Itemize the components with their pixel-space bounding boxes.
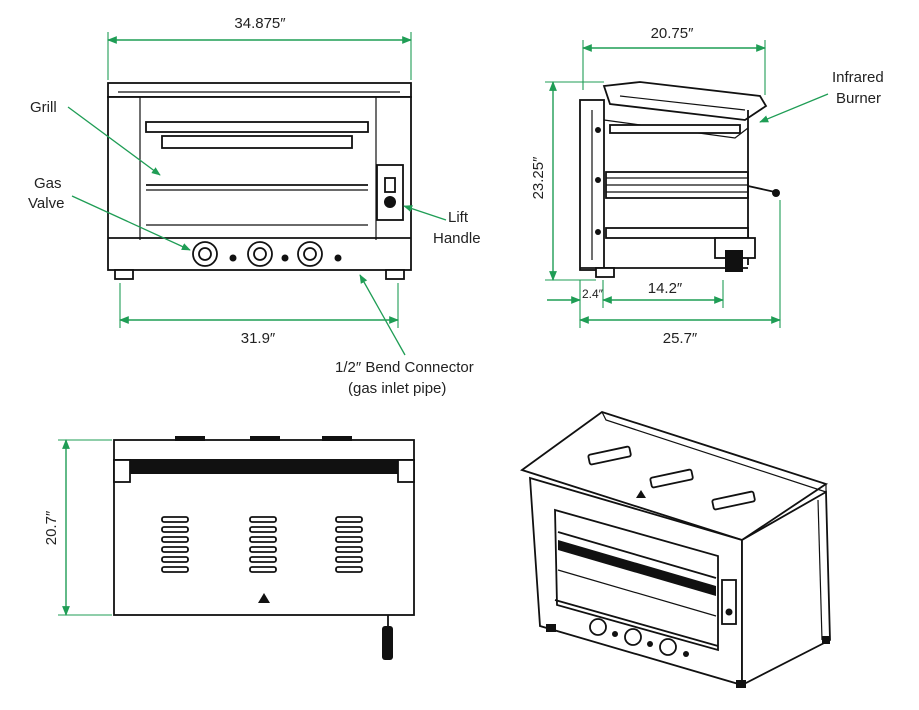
side-offset-label: 2.4″ bbox=[582, 287, 604, 301]
grill-rack bbox=[145, 121, 369, 133]
isometric-view bbox=[520, 411, 831, 688]
side-width-top-label: 20.75″ bbox=[651, 25, 695, 42]
side-depth-inner-label: 14.2″ bbox=[648, 280, 683, 297]
side-view bbox=[579, 81, 780, 278]
front-view bbox=[107, 82, 412, 280]
front-callouts: Grill Gas Valve Lift Handle 1/2″ Bend Co… bbox=[28, 99, 481, 397]
front-width-bottom-label: 31.9″ bbox=[241, 330, 276, 347]
top-depth-label: 20.7″ bbox=[43, 510, 60, 545]
lift-handle-label-2: Handle bbox=[433, 230, 481, 247]
bend-connector-label-2: (gas inlet pipe) bbox=[348, 380, 446, 397]
side-depth-total-label: 25.7″ bbox=[663, 330, 698, 347]
side-height-label: 23.25″ bbox=[530, 156, 547, 200]
side-dimensions: 20.75″ 23.25″ 2.4″ 14.2″ 25.7″ bbox=[530, 25, 781, 347]
gas-valve-label-1: Gas bbox=[34, 175, 62, 192]
infrared-burner bbox=[602, 81, 768, 121]
lift-handle-label-1: Lift bbox=[448, 209, 469, 226]
front-top-plate bbox=[107, 82, 412, 98]
front-dimensions: 34.875″ 31.9″ bbox=[107, 15, 412, 347]
grill-label: Grill bbox=[30, 99, 57, 116]
infrared-burner-label-2: Burner bbox=[836, 90, 881, 107]
infrared-burner-label-1: Infrared bbox=[832, 69, 884, 86]
front-width-top-label: 34.875″ bbox=[234, 15, 286, 32]
top-view-vents bbox=[161, 516, 363, 573]
gas-valve-label-2: Valve bbox=[28, 195, 64, 212]
side-callouts: Infrared Burner bbox=[759, 69, 884, 123]
gas-valve-knobs bbox=[192, 241, 342, 267]
top-view-gas-inlet bbox=[382, 626, 393, 660]
bend-connector-label-1: 1/2″ Bend Connector bbox=[335, 359, 474, 376]
top-view bbox=[113, 436, 415, 660]
top-view-rear-strip bbox=[113, 439, 415, 461]
top-dimensions: 20.7″ bbox=[43, 439, 112, 616]
